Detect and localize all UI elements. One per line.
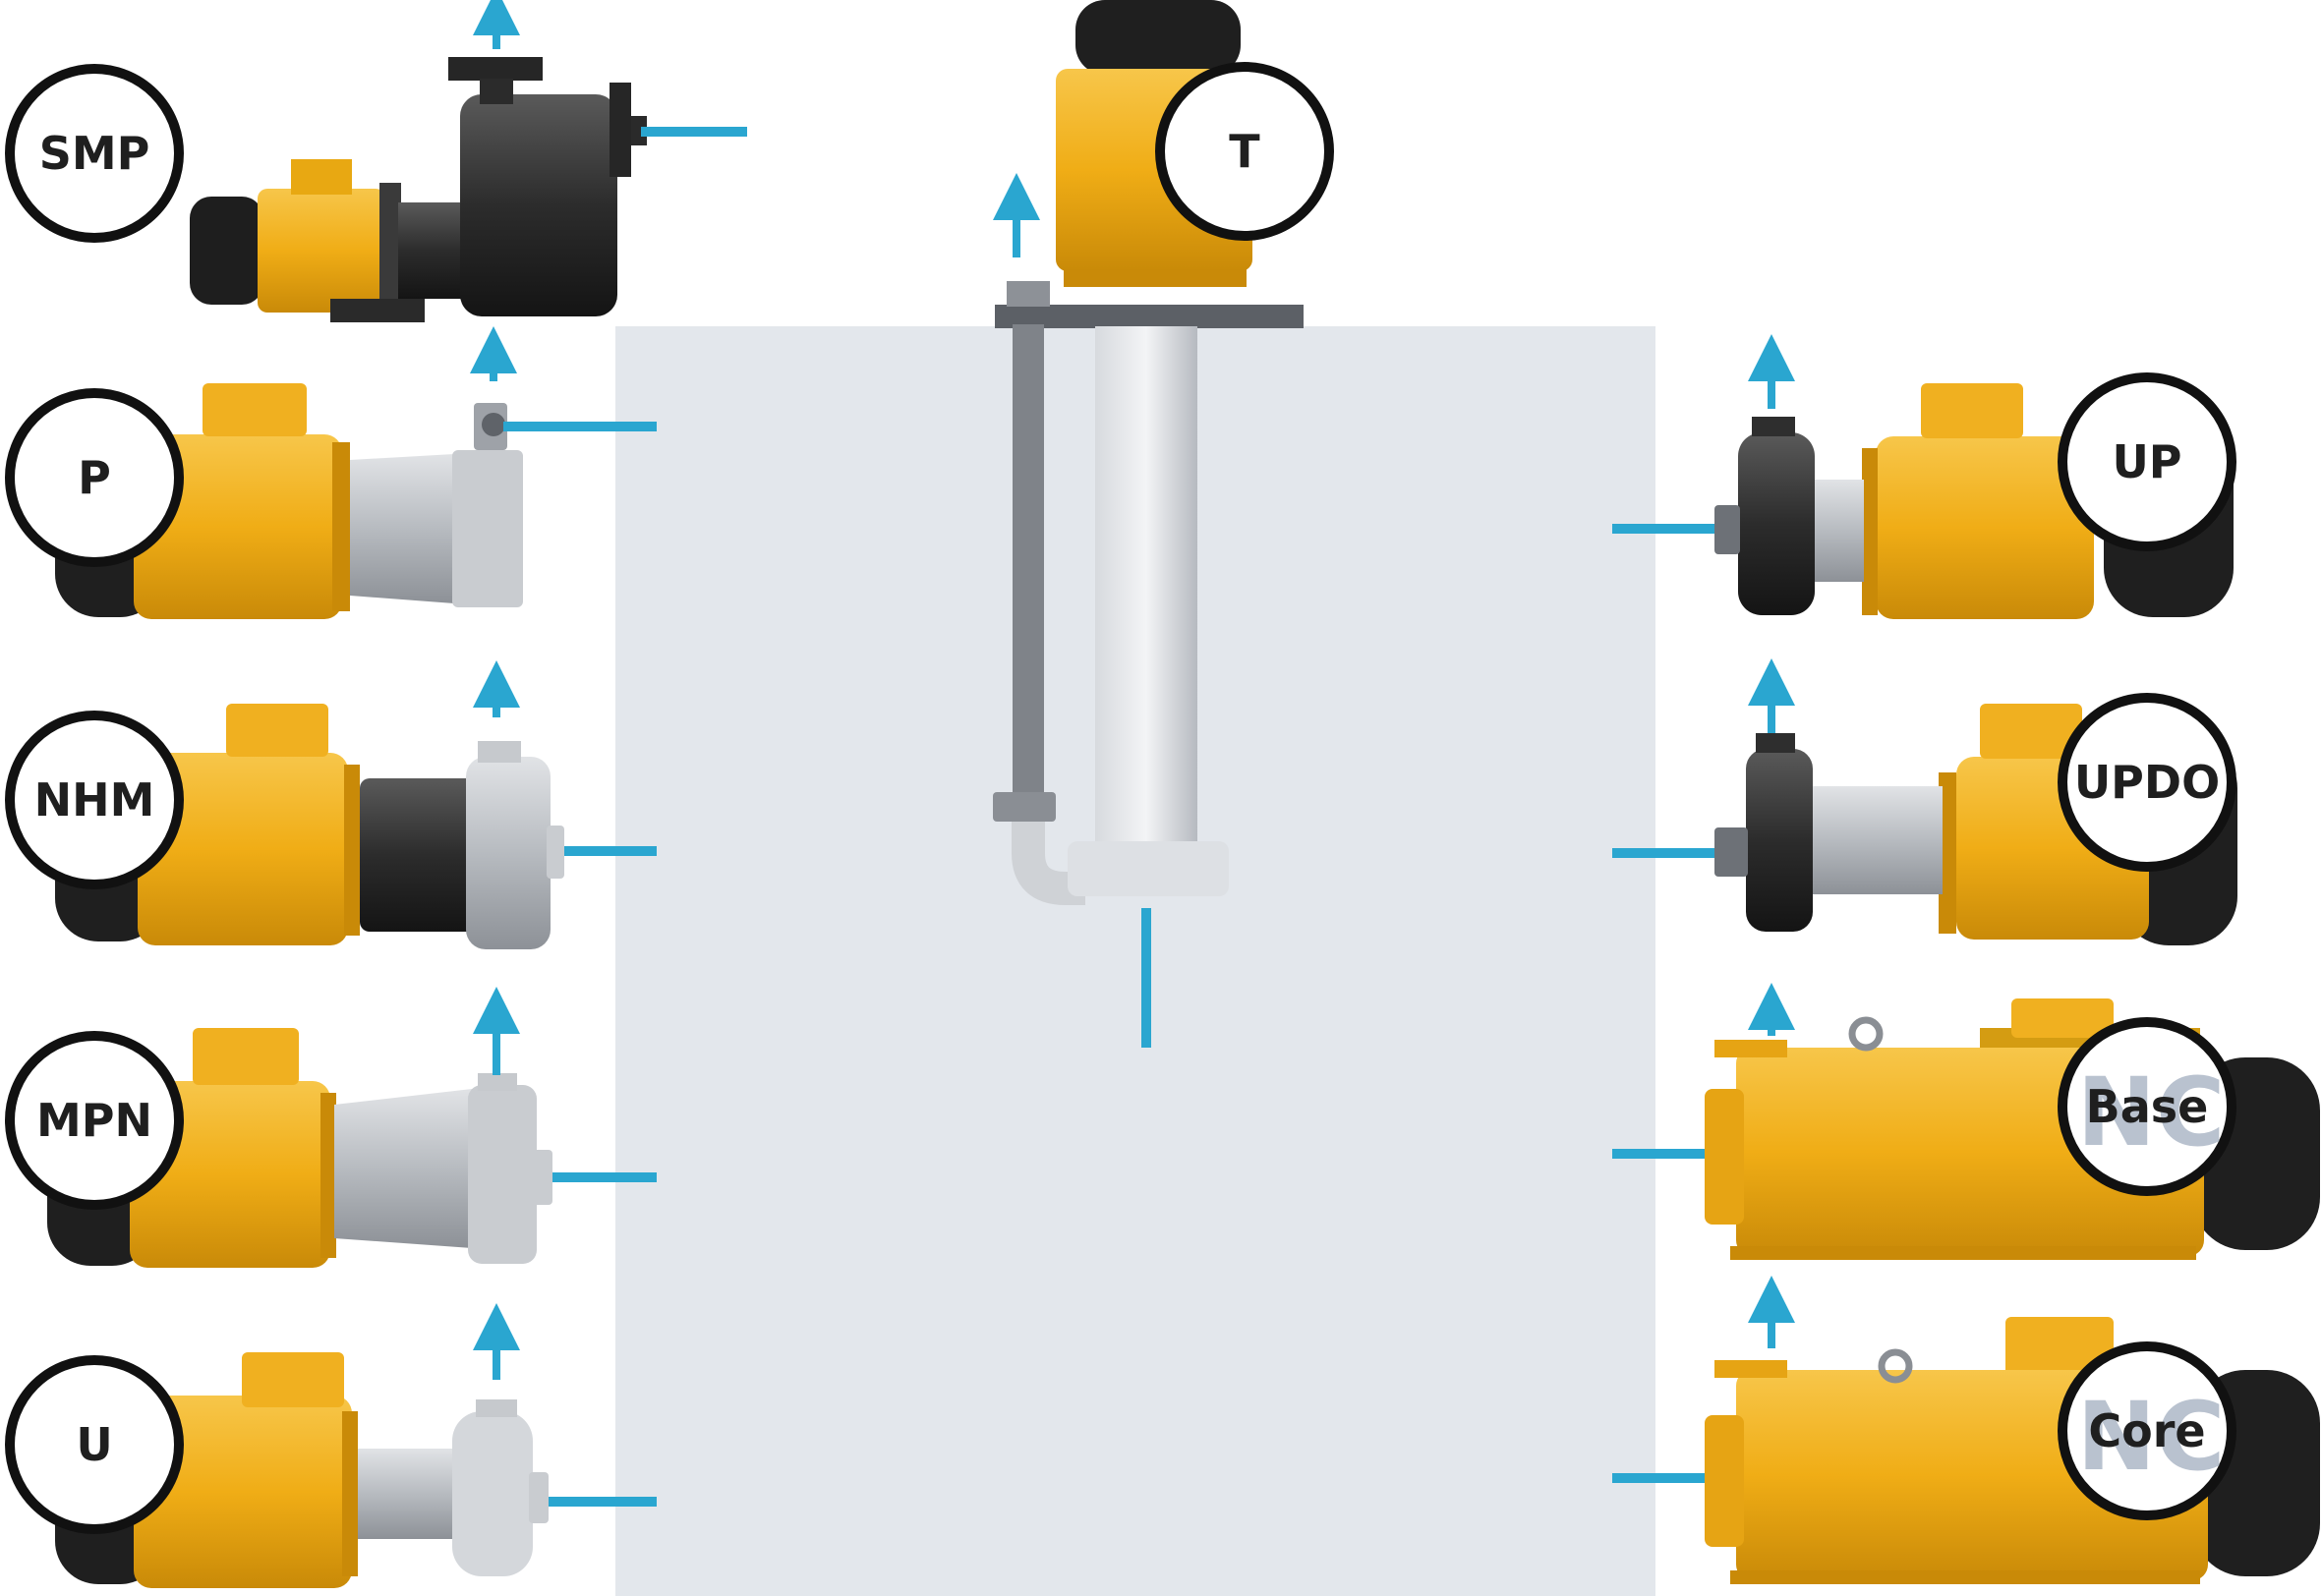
pump-label-badge-nhm — [5, 711, 184, 889]
pump-label-t: T — [1229, 125, 1260, 178]
pump-label-badge-t — [1155, 62, 1334, 241]
pump-label-badge-u — [5, 1355, 184, 1534]
pump-label-updo: UPDO — [2074, 756, 2220, 809]
nc-watermark-base: NC — [2077, 1057, 2226, 1168]
pump-label-badge-smp — [5, 64, 184, 243]
pump-label-badge-nc-base — [2058, 1017, 2236, 1196]
pump-label-nhm: NHM — [34, 773, 155, 826]
pump-label-nc-core: Core — [2088, 1404, 2205, 1457]
pump-label-p: P — [78, 451, 111, 504]
pump-nhm: NHM — [5, 660, 657, 949]
pump-u: U — [5, 1303, 657, 1588]
pump-t: T — [993, 0, 1334, 1048]
pump-up: UP — [1612, 334, 2236, 619]
pump-nc-core: NC Core — [1612, 1276, 2320, 1584]
pump-smp-illustration — [190, 57, 647, 322]
pump-label-badge-mpn — [5, 1031, 184, 1210]
pump-label-badge-up — [2058, 372, 2236, 551]
pump-t-illustration — [993, 0, 1304, 905]
pump-nc-base: NC Base — [1612, 983, 2320, 1260]
pump-label-badge-p — [5, 388, 184, 567]
pump-label-badge-updo — [2058, 693, 2236, 872]
pump-mpn: MPN — [5, 987, 657, 1268]
pump-label-nc-base: Base — [2086, 1080, 2209, 1133]
pump-label-up: UP — [2112, 435, 2181, 488]
pump-label-u: U — [76, 1418, 112, 1471]
pump-p: P — [5, 326, 657, 619]
pump-label-mpn: MPN — [36, 1094, 152, 1147]
pump-smp: SMP — [5, 0, 647, 322]
pump-label-badge-nc-core — [2058, 1341, 2236, 1520]
pump-updo: UPDO — [1612, 658, 2237, 945]
nc-watermark-core: NC — [2077, 1382, 2226, 1492]
pump-label-smp: SMP — [39, 127, 150, 180]
